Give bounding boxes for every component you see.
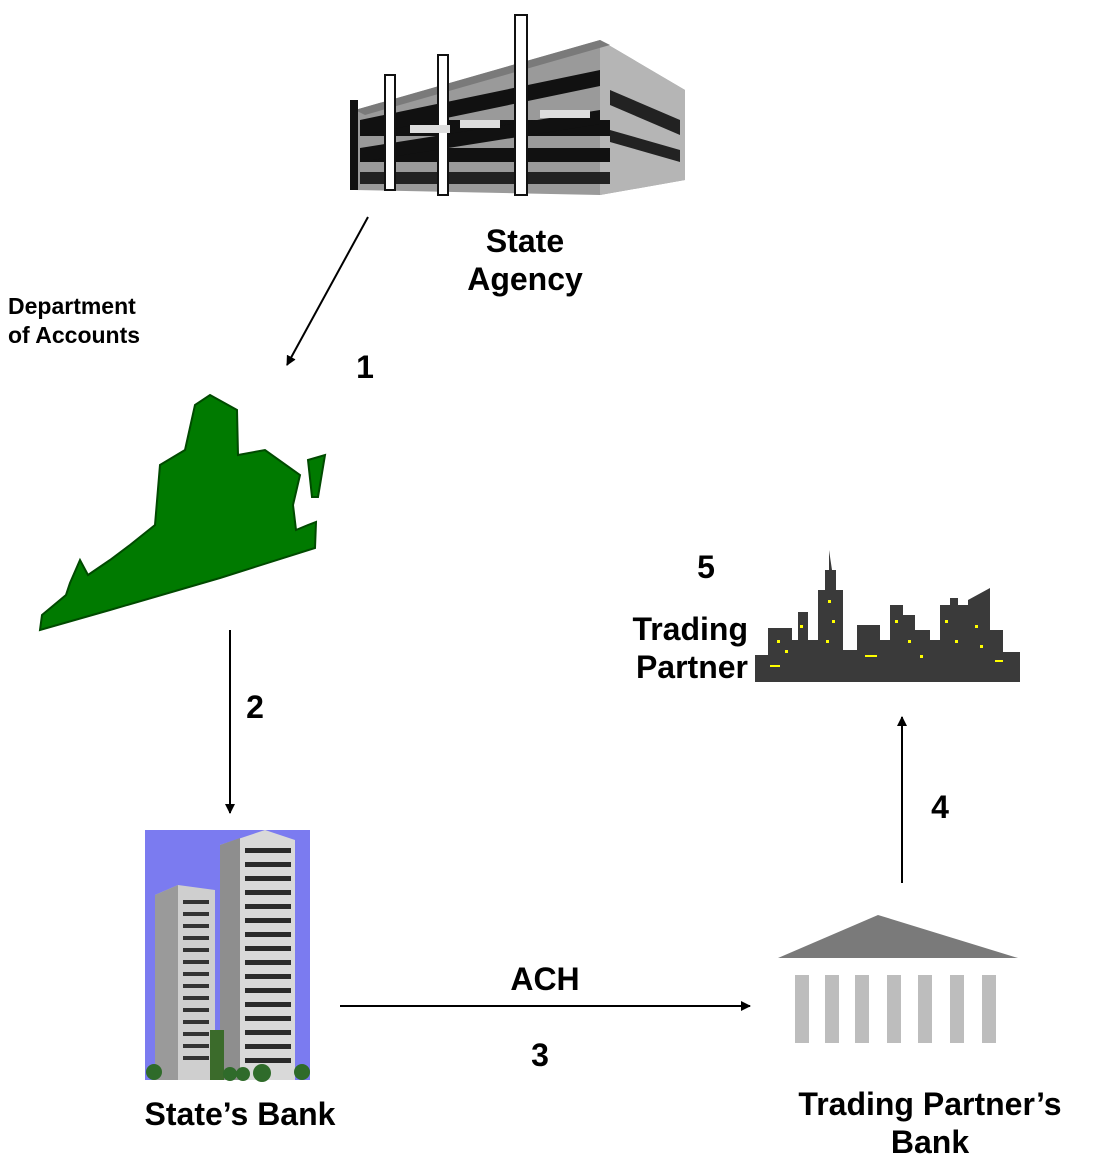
state-agency-building-icon: [350, 14, 685, 196]
states-bank-label: State’s Bank: [144, 1096, 336, 1132]
step-3-number: 3: [531, 1037, 549, 1073]
step-2-number: 2: [246, 689, 264, 725]
trading-partner-label-line1: Trading: [632, 611, 748, 647]
step-1-number: 1: [356, 349, 374, 385]
arrow-step-1: [286, 216, 369, 366]
step-4-number: 4: [931, 789, 949, 825]
trading-partner-label: Trading Partner: [560, 610, 748, 687]
ach-label: ACH: [510, 961, 580, 997]
state-agency-label-line2: Agency: [467, 261, 583, 298]
trading-partners-bank-label: Trading Partner’s Bank: [750, 1085, 1110, 1162]
step-5-number: 5: [697, 549, 715, 585]
department-label-line1: Department: [8, 293, 136, 319]
trading-partner-label-line2: Partner: [635, 649, 748, 686]
department-label-line2: of Accounts: [8, 321, 141, 348]
trading-partners-bank-icon: [778, 915, 1018, 1043]
department-label: Department of Accounts: [8, 292, 228, 350]
city-skyline-icon: [755, 550, 1020, 682]
state-agency-label-line1: State: [485, 223, 565, 259]
trading-partners-bank-label-line1: Trading Partner’s: [798, 1086, 1062, 1122]
state-agency-label: State Agency: [440, 222, 610, 299]
state-map-icon: [38, 393, 318, 632]
trading-partners-bank-label-line2: Bank: [890, 1124, 970, 1161]
states-bank-building-icon: [145, 830, 310, 1082]
state-map-island-icon: [306, 453, 327, 498]
